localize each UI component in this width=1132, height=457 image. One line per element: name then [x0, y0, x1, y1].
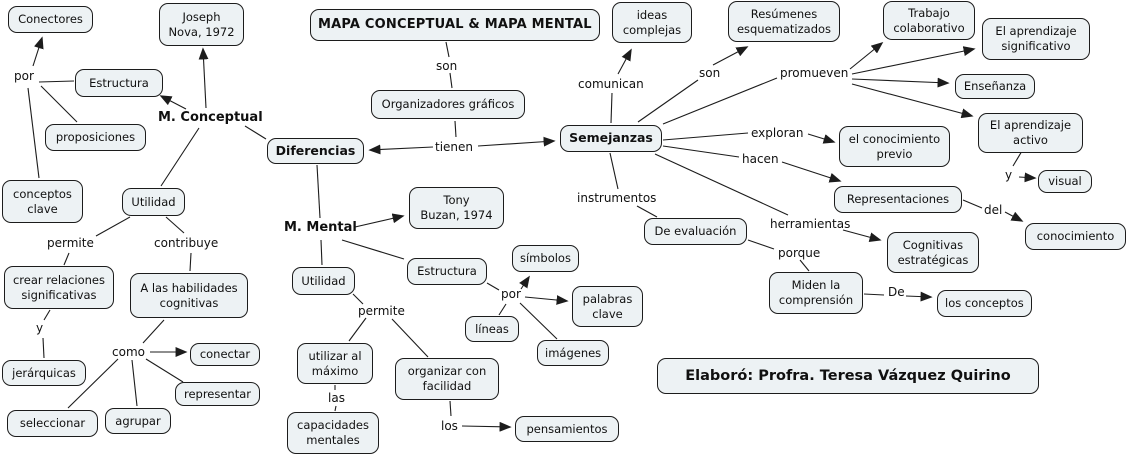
node-conectores: Conectores: [8, 6, 93, 33]
node-utilizar-maximo: utilizar al máximo: [297, 343, 373, 384]
node-organizar-facilidad: organizar con facilidad: [395, 358, 499, 400]
link-label-permite-conceptual: permite: [47, 236, 94, 250]
link-label-hacen: hacen: [742, 152, 779, 166]
link-label-m-mental: M. Mental: [284, 220, 357, 235]
node-seleccionar: seleccionar: [7, 410, 98, 437]
node-semejanzas: Semejanzas: [560, 125, 662, 152]
node-miden-comprension: Miden la comprensión: [769, 272, 863, 314]
node-agrupar: agrupar: [105, 408, 171, 434]
node-jerarquicas: jerárquicas: [2, 360, 86, 386]
link-label-y-crear: y: [36, 321, 44, 335]
link-label-permite-mental: permite: [358, 304, 405, 318]
node-ideas-complejas: ideas complejas: [612, 2, 692, 43]
node-cognitivas-estrategicas: Cognitivas estratégicas: [887, 232, 979, 273]
link-label-de: De: [888, 285, 905, 299]
node-utilidad-conceptual: Utilidad: [122, 188, 185, 216]
node-title: MAPA CONCEPTUAL & MAPA MENTAL: [310, 9, 600, 41]
node-resumenes: Resúmenes esquematizados: [728, 1, 840, 42]
link-label-tienen: tienen: [435, 140, 474, 154]
link-label-los: los: [441, 419, 458, 433]
link-label-comunican: comunican: [578, 77, 644, 91]
node-diferencias: Diferencias: [267, 138, 364, 164]
node-de-evaluacion: De evaluación: [644, 218, 747, 245]
link-label-las: las: [328, 391, 345, 405]
link-label-y-activo: y: [1005, 168, 1013, 182]
node-tony-buzan: Tony Buzan, 1974: [409, 187, 504, 229]
node-simbolos: símbolos: [512, 245, 579, 272]
node-crear-relaciones: crear relaciones significativas: [4, 266, 114, 309]
link-label-por-mental: por: [501, 287, 521, 301]
link-label-promueven: promueven: [780, 66, 849, 80]
node-organizadores-graficos: Organizadores gráficos: [371, 90, 525, 119]
link-label-herramientas: herramientas: [770, 217, 851, 231]
node-aprendizaje-activo: El aprendizaje activo: [978, 113, 1083, 153]
node-capacidades-mentales: capacidades mentales: [287, 412, 379, 454]
node-representaciones: Representaciones: [834, 186, 962, 213]
node-credit: Elaboró: Profra. Teresa Vázquez Quirino: [657, 358, 1039, 394]
node-conocimiento: conocimiento: [1025, 223, 1126, 250]
link-label-por-conceptual: por: [14, 69, 34, 83]
link-label-porque: porque: [778, 246, 821, 260]
node-estructura-mental: Estructura: [407, 258, 487, 285]
link-label-del: del: [984, 203, 1003, 217]
node-conectar: conectar: [190, 343, 260, 366]
node-joseph-nova: Joseph Nova, 1972: [159, 3, 244, 46]
node-proposiciones: proposiciones: [45, 124, 146, 151]
node-imagenes: imágenes: [537, 340, 610, 366]
node-estructura-conceptual: Estructura: [75, 69, 163, 97]
link-label-instrumentos: instrumentos: [577, 191, 657, 205]
link-label-son-semejanzas: son: [699, 66, 721, 80]
node-utilidad-mental: Utilidad: [292, 267, 355, 295]
link-label-como: como: [112, 345, 145, 359]
link-label-contribuye: contribuye: [154, 236, 219, 250]
node-conceptos-clave: conceptos clave: [2, 180, 83, 223]
node-ensenanza: Enseñanza: [955, 74, 1035, 99]
link-label-son-title: son: [436, 59, 458, 73]
node-pensamientos: pensamientos: [515, 416, 619, 442]
node-conocimiento-previo: el conocimiento previo: [839, 126, 950, 167]
node-trabajo-colaborativo: Trabajo colaborativo: [883, 1, 975, 40]
node-palabras-clave: palabras clave: [572, 286, 643, 327]
link-label-m-conceptual: M. Conceptual: [158, 110, 263, 125]
node-lineas: líneas: [465, 316, 519, 342]
edges: [27, 36, 1037, 432]
node-aprendizaje-significativo: El aprendizaje significativo: [982, 18, 1090, 60]
node-habilidades-cognitivas: A las habilidades cognitivas: [130, 273, 248, 318]
node-representar: representar: [175, 382, 260, 406]
node-los-conceptos: los conceptos: [937, 290, 1032, 317]
link-label-exploran: exploran: [751, 126, 804, 140]
node-visual: visual: [1038, 170, 1092, 193]
